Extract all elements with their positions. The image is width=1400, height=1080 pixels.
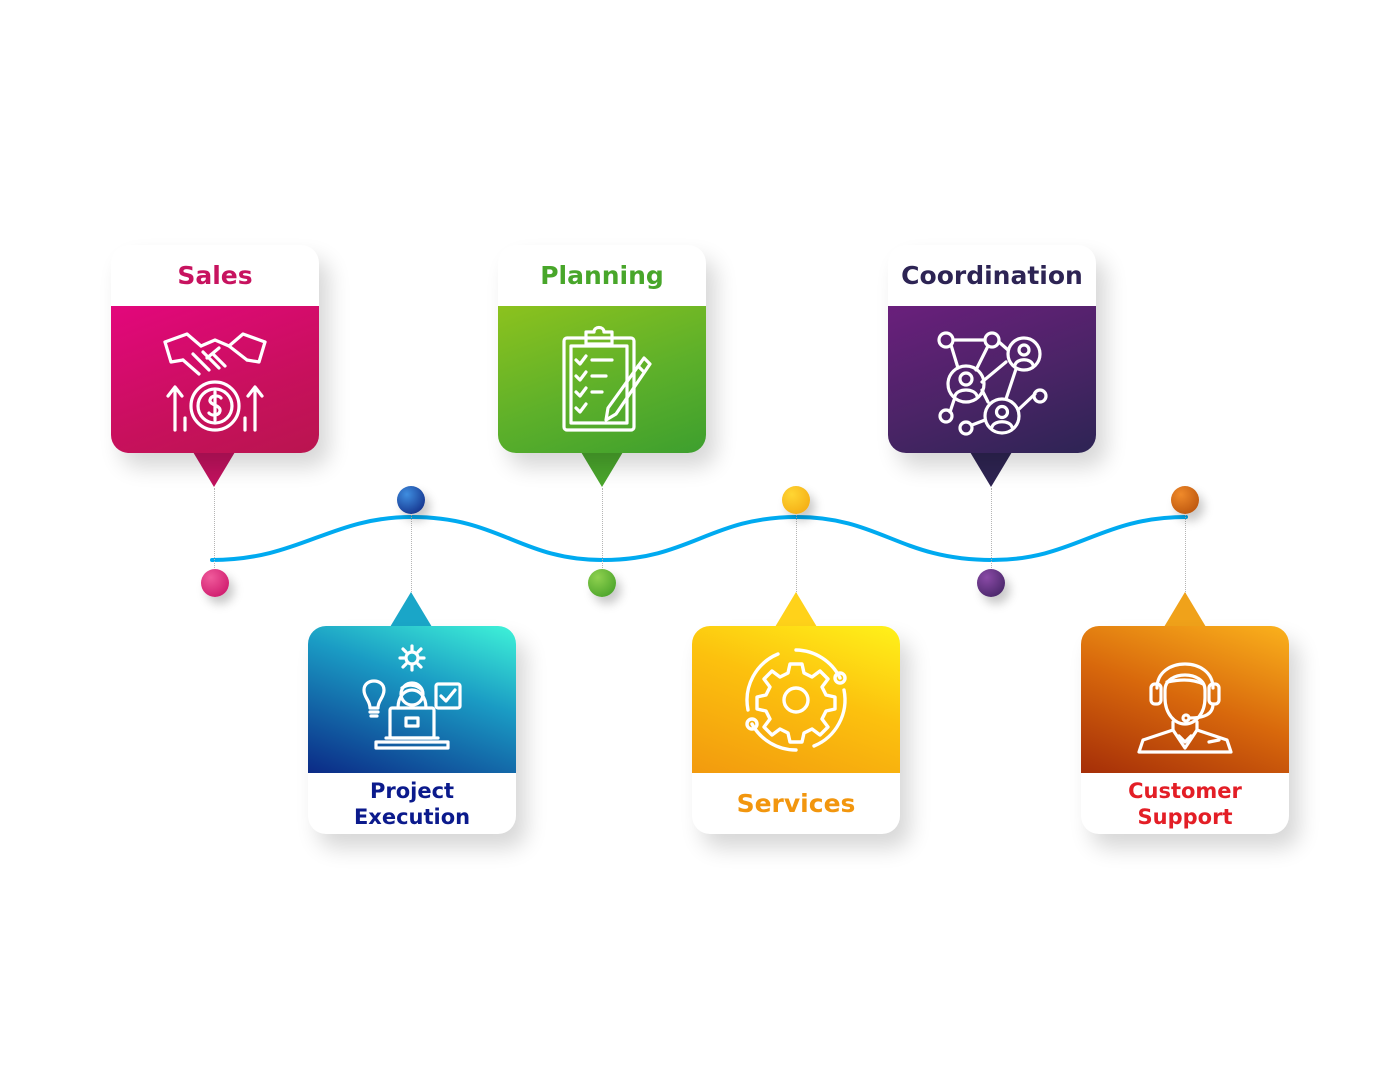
step-label-services: Services — [736, 788, 856, 818]
step-card-sales: Sales — [111, 245, 319, 453]
step-band-project-execution — [308, 626, 516, 773]
handshake-money-icon — [163, 331, 267, 432]
step-card-planning: Planning — [498, 245, 706, 453]
connector-customer-support — [1185, 512, 1186, 596]
step-label-coordination: Coordination — [901, 260, 1083, 290]
pointer-sales — [193, 452, 235, 487]
headset-agent-icon — [1137, 662, 1233, 754]
connector-sales — [214, 488, 215, 570]
step-label-project-execution: Project Execution — [353, 778, 471, 829]
node-coordination — [977, 569, 1005, 597]
network-people-icon — [937, 330, 1048, 436]
developer-idea-icon — [362, 643, 462, 750]
node-customer-support — [1171, 486, 1199, 514]
node-services — [782, 486, 810, 514]
pointer-project-execution — [390, 592, 432, 627]
node-project-execution — [397, 486, 425, 514]
step-card-project-execution: Project Execution — [308, 626, 516, 834]
pointer-services — [775, 592, 817, 627]
node-sales — [201, 569, 229, 597]
step-band-sales — [111, 306, 319, 453]
step-card-coordination: Coordination — [888, 245, 1096, 453]
step-band-services — [692, 626, 900, 773]
step-card-customer-support: Customer Support — [1081, 626, 1289, 834]
step-label-planning: Planning — [540, 260, 664, 290]
pointer-planning — [581, 452, 623, 487]
connector-coordination — [991, 488, 992, 570]
connector-planning — [602, 488, 603, 570]
clipboard-checklist-icon — [562, 325, 652, 432]
step-label-customer-support: Customer Support — [1128, 778, 1242, 829]
step-band-planning — [498, 306, 706, 453]
step-band-coordination — [888, 306, 1096, 453]
connector-project-execution — [411, 512, 412, 596]
pointer-customer-support — [1164, 592, 1206, 627]
step-label-sales: Sales — [177, 260, 253, 290]
node-planning — [588, 569, 616, 597]
step-card-services: Services — [692, 626, 900, 834]
step-band-customer-support — [1081, 626, 1289, 773]
pointer-coordination — [970, 452, 1012, 487]
gear-icon — [745, 647, 847, 752]
connector-services — [796, 512, 797, 596]
